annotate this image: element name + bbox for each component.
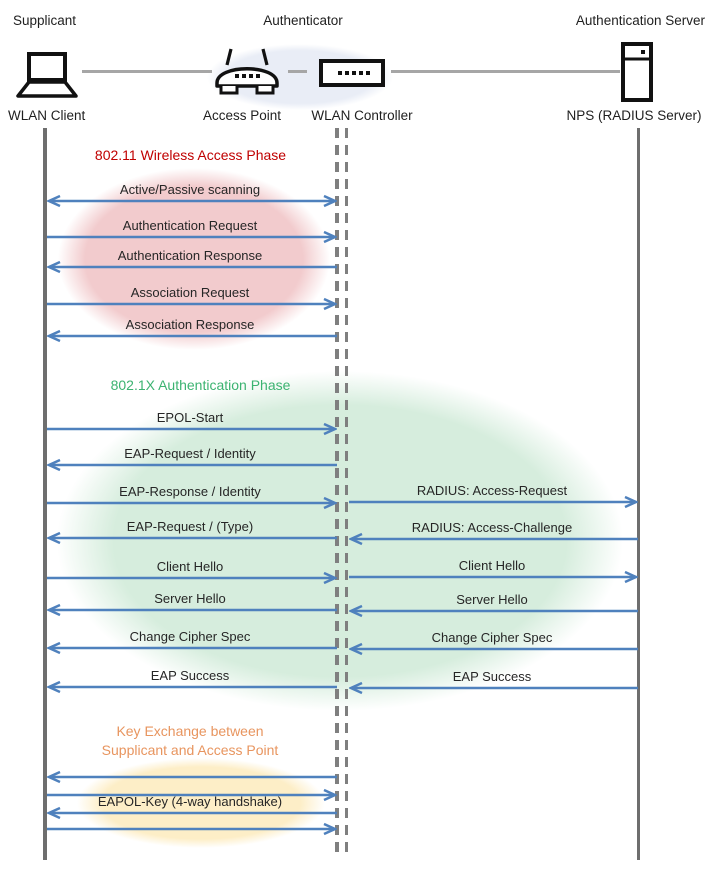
message-label: Client Hello — [156, 559, 224, 574]
phase-title-key-exchange-line2: Supplicant and Access Point — [101, 742, 279, 758]
message-label: Association Request — [130, 285, 250, 300]
server-icon — [620, 42, 654, 102]
phase-title-key-exchange: Key Exchange between Supplicant and Acce… — [75, 722, 305, 760]
message-arrow-left — [349, 532, 638, 546]
message-label: Server Hello — [456, 592, 528, 607]
message-label: Change Cipher Spec — [129, 629, 251, 644]
message-arrow-right — [47, 788, 337, 802]
role-label-authentication-server: Authentication Server — [575, 13, 705, 28]
device-label-wlan-client: WLAN Client — [8, 108, 86, 123]
message-arrow-left — [349, 681, 638, 695]
message-arrow-right — [349, 495, 638, 509]
message-arrow-left — [47, 603, 337, 617]
message-arrow-right — [47, 297, 337, 311]
message-arrow-left — [47, 770, 337, 784]
device-label-nps-radius-server: NPS (RADIUS Server) — [566, 108, 702, 123]
message-label: RADIUS: Access-Challenge — [411, 520, 573, 535]
message-arrow-right — [47, 822, 337, 836]
connector-line — [391, 70, 620, 73]
lifeline-wlan-client — [43, 128, 47, 860]
message-label: Change Cipher Spec — [431, 630, 553, 645]
message-arrow-left — [47, 806, 337, 820]
message-label: EAP-Request / Identity — [124, 446, 256, 461]
message-arrow-both — [47, 194, 337, 208]
message-arrow-left — [47, 329, 337, 343]
phase-ellipse-8021x — [57, 371, 623, 711]
message-arrow-right — [47, 230, 337, 244]
message-arrow-right — [47, 571, 337, 585]
message-label: EAP Success — [150, 668, 230, 683]
access-point-icon — [212, 46, 282, 98]
phase-ellipse-80211 — [58, 168, 330, 350]
message-label: Association Response — [125, 317, 255, 332]
message-label: EPOL-Start — [156, 410, 224, 425]
connector-line — [82, 70, 212, 73]
message-arrow-right — [349, 570, 638, 584]
phase-ellipse-key-exchange — [77, 758, 325, 848]
message-label: Client Hello — [458, 558, 526, 573]
device-label-wlan-controller: WLAN Controller — [311, 108, 413, 123]
message-arrow-left — [47, 458, 337, 472]
message-label: EAPOL-Key (4-way handshake) — [97, 794, 283, 809]
message-label: EAP-Request / (Type) — [126, 519, 254, 534]
message-arrow-left — [47, 531, 337, 545]
phase-title-8021x: 802.1X Authentication Phase — [110, 377, 291, 393]
message-label: EAP-Response / Identity — [119, 484, 261, 499]
lifeline-wlan-controller-left — [335, 128, 339, 854]
message-arrow-right — [47, 496, 337, 510]
role-label-supplicant: Supplicant — [13, 13, 77, 28]
role-label-authenticator: Authenticator — [263, 13, 343, 28]
laptop-icon — [13, 52, 81, 100]
message-label: Active/Passive scanning — [119, 182, 261, 197]
message-label: Server Hello — [154, 591, 226, 606]
connector-line — [288, 70, 307, 73]
message-arrow-left — [349, 642, 638, 656]
phase-title-80211: 802.11 Wireless Access Phase — [94, 147, 287, 163]
device-label-access-point: Access Point — [202, 108, 282, 123]
message-arrow-left — [47, 680, 337, 694]
message-arrow-left — [47, 641, 337, 655]
message-label: EAP Success — [452, 669, 532, 684]
wlan-controller-icon — [319, 59, 385, 87]
message-arrow-right — [47, 422, 337, 436]
message-label: RADIUS: Access-Request — [416, 483, 568, 498]
lifeline-wlan-controller-right — [344, 128, 348, 854]
message-arrow-left — [47, 260, 337, 274]
message-label: Authentication Response — [117, 248, 263, 263]
phase-title-key-exchange-line1: Key Exchange between — [116, 723, 264, 739]
message-label: Authentication Request — [122, 218, 258, 233]
lifeline-nps-server — [636, 128, 640, 860]
message-arrow-left — [349, 604, 638, 618]
